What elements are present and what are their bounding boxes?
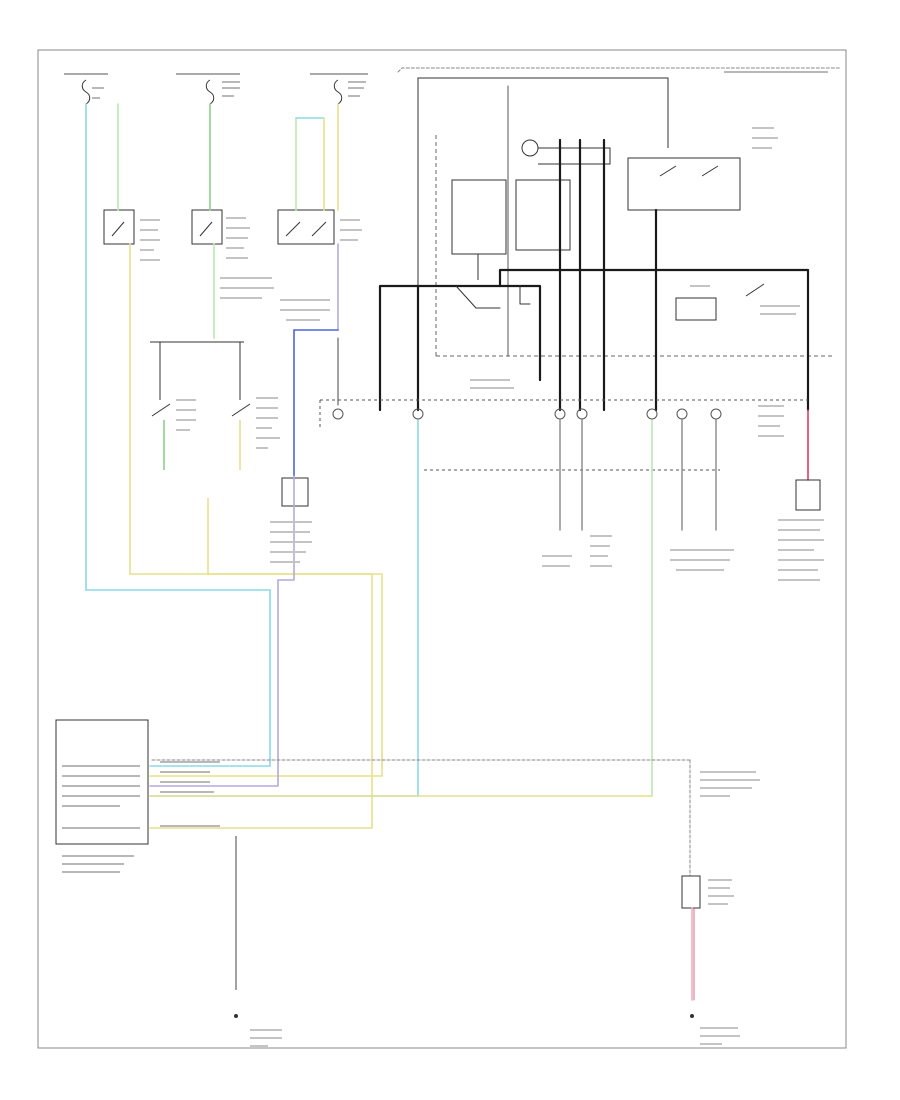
relay-box-2 [515,179,571,251]
connector-row [319,399,808,471]
brake-switch-box-2 [191,209,223,245]
brake-switch-box-1 [103,209,135,245]
control-module [55,719,238,1018]
clutch-switch-section [150,341,309,574]
relay-module [417,77,834,357]
lower-right-wires [417,409,821,797]
relay-box-1 [451,179,507,255]
module-feed-wires [85,475,691,829]
speed-sensor-box [281,477,309,507]
right-component-box [795,479,821,511]
relay-box-3 [627,157,741,211]
left-switches [103,209,335,245]
fuse-label-placeholders [92,71,828,99]
diagram-border [37,49,847,1049]
power-feed-lines [64,67,841,75]
fuse-symbols [81,79,343,105]
fuse-down-wires [85,103,339,591]
brake-switch-box-3 [277,209,335,245]
component-label-placeholders [140,127,824,1047]
relay-internal-wires [378,85,810,412]
module-pin-label-placeholders [62,761,220,873]
bottom-right-component [681,759,701,1018]
